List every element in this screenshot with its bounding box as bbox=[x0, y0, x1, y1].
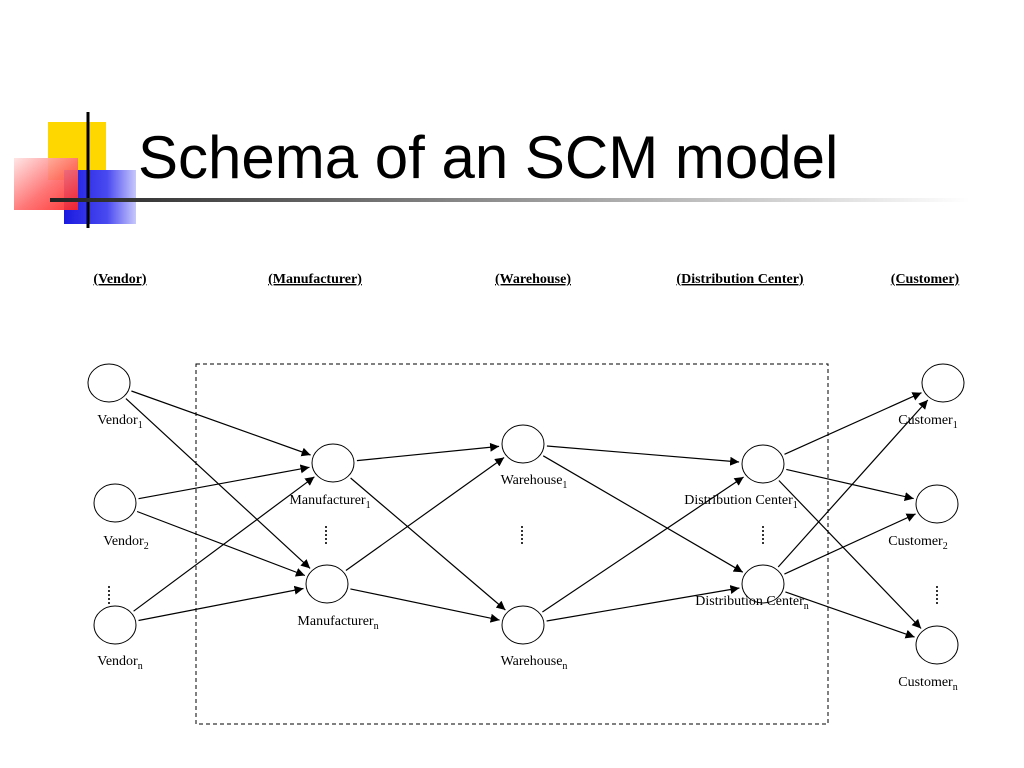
edge-manufacturer-n-to-warehouse-1 bbox=[345, 457, 505, 571]
customer-1-node bbox=[921, 363, 965, 403]
manufacturer-n-label: Manufacturern bbox=[297, 614, 378, 632]
edge-warehouse-1-to-dc-1 bbox=[546, 445, 740, 466]
edge-vendor-2-to-manufacturer-1 bbox=[138, 464, 310, 500]
vendor-2-label: Vendor2 bbox=[103, 534, 148, 552]
manufacturer-1-label: Manufacturer1 bbox=[289, 493, 370, 511]
edge-vendor-n-to-manufacturer-n bbox=[138, 585, 304, 622]
edge-group bbox=[125, 390, 929, 639]
customer-2-label: Customer2 bbox=[888, 534, 947, 552]
warehouse-n-node bbox=[501, 605, 545, 645]
title-underline bbox=[50, 198, 970, 202]
edge-manufacturer-1-to-warehouse-n bbox=[350, 477, 506, 611]
slide-title: Schema of an SCM model bbox=[138, 124, 839, 191]
edge-vendor-n-to-manufacturer-1 bbox=[133, 476, 315, 612]
header-distribution-center: (Distribution Center) bbox=[676, 272, 803, 287]
edge-dc-1-to-customer-1 bbox=[784, 392, 922, 455]
customer-1-label: Customer1 bbox=[898, 413, 957, 431]
edge-dc-n-to-customer-1 bbox=[777, 399, 929, 568]
vendor-1-node bbox=[87, 363, 131, 403]
node-group bbox=[87, 363, 965, 665]
ellipsis-markers bbox=[108, 526, 938, 604]
dc-1-node bbox=[741, 444, 785, 484]
vendor-n-label: Vendorn bbox=[97, 654, 142, 672]
edge-vendor-2-to-manufacturer-n bbox=[136, 510, 306, 577]
customer-n-node bbox=[915, 625, 959, 665]
edge-manufacturer-n-to-warehouse-n bbox=[350, 588, 500, 623]
customer-n-label: Customern bbox=[898, 675, 957, 693]
edge-warehouse-1-to-dc-n bbox=[542, 455, 744, 573]
customer-2-node bbox=[915, 484, 959, 524]
edge-warehouse-n-to-dc-1 bbox=[542, 476, 744, 613]
edge-dc-1-to-customer-n bbox=[778, 480, 922, 629]
title-decoration bbox=[14, 112, 970, 228]
manufacturer-1-node bbox=[311, 443, 355, 483]
dc-n-node bbox=[741, 564, 785, 604]
warehouse-n-label: Warehousen bbox=[501, 654, 568, 672]
dc-n-label: Distribution Centern bbox=[695, 594, 809, 612]
vendor-1-label: Vendor1 bbox=[97, 413, 142, 431]
header-manufacturer: (Manufacturer) bbox=[268, 272, 362, 287]
edge-dc-n-to-customer-2 bbox=[784, 513, 916, 575]
warehouse-1-label: Warehouse1 bbox=[501, 473, 568, 491]
edge-dc-n-to-customer-n bbox=[785, 591, 915, 639]
edge-warehouse-n-to-dc-n bbox=[546, 585, 740, 622]
edge-manufacturer-1-to-warehouse-1 bbox=[356, 442, 500, 462]
vendor-n-node bbox=[93, 605, 137, 645]
header-customer: (Customer) bbox=[891, 272, 960, 287]
warehouse-1-node bbox=[501, 424, 545, 464]
edge-vendor-1-to-manufacturer-1 bbox=[131, 390, 311, 457]
header-vendor: (Vendor) bbox=[93, 272, 146, 287]
dc-1-label: Distribution Center1 bbox=[684, 493, 798, 511]
edge-dc-1-to-customer-2 bbox=[786, 468, 914, 501]
manufacturer-n-node bbox=[305, 564, 349, 604]
dashed-boundary bbox=[195, 363, 829, 725]
vendor-2-node bbox=[93, 483, 137, 523]
header-warehouse: (Warehouse) bbox=[495, 272, 571, 287]
